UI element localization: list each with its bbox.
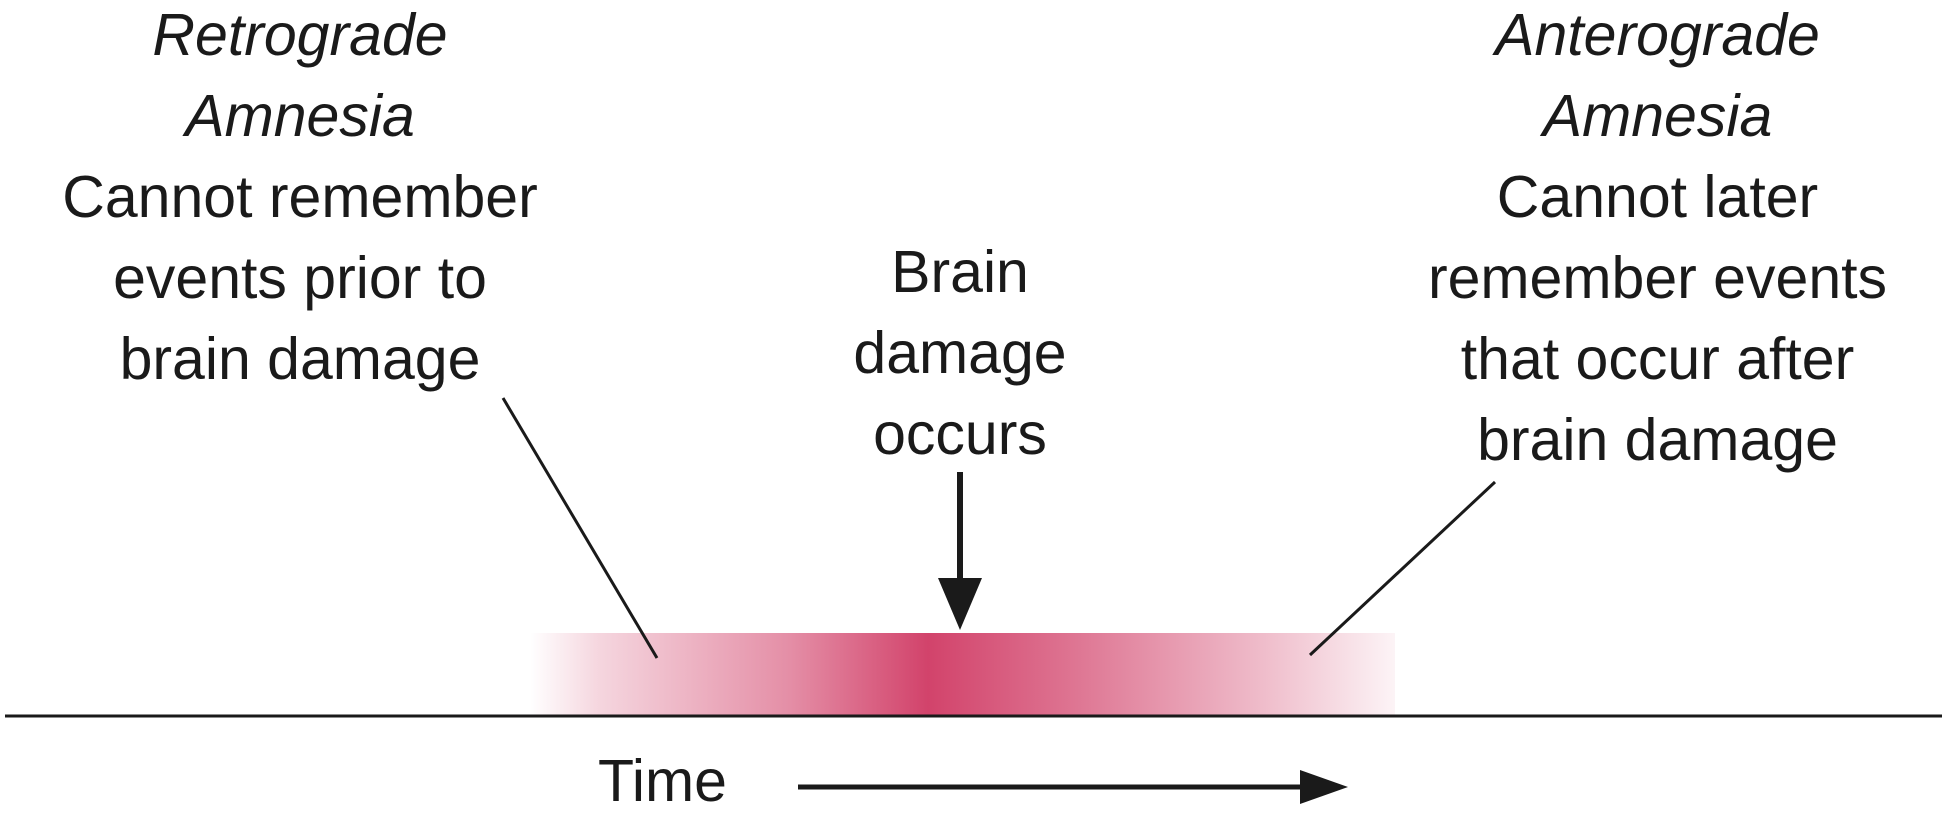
event-line-3: occurs [873, 401, 1047, 467]
retrograde-amnesia-label: Retrograde Amnesia Cannot remember event… [0, 0, 600, 400]
anterograde-title-line-1: Anterograde [1495, 2, 1820, 68]
retrograde-desc-line-1: Cannot remember [62, 164, 538, 230]
amnesia-gradient-band [525, 633, 1395, 715]
anterograde-desc-line-4: brain damage [1477, 407, 1838, 473]
event-line-2: damage [853, 320, 1067, 386]
retrograde-leader-line [501, 397, 659, 659]
retrograde-title-line-2: Amnesia [185, 83, 415, 149]
event-line-1: Brain [891, 239, 1029, 305]
time-arrow-head [1300, 770, 1348, 804]
anterograde-desc-line-1: Cannot later [1496, 164, 1819, 230]
anterograde-desc-line-2: remember events [1427, 245, 1888, 311]
anterograde-leader-line [1308, 480, 1497, 657]
retrograde-title-line-1: Retrograde [152, 2, 448, 68]
retrograde-desc-line-3: brain damage [119, 326, 481, 392]
brain-damage-event-label: Brain damage occurs [780, 232, 1140, 475]
brain-damage-arrow-head [938, 578, 982, 630]
anterograde-desc-line-3: that occur after [1460, 326, 1855, 392]
anterograde-title-line-2: Amnesia [1542, 83, 1773, 149]
retrograde-desc-line-2: events prior to [113, 245, 487, 311]
anterograde-amnesia-label: Anterograde Amnesia Cannot later remembe… [1370, 0, 1945, 481]
time-axis-label: Time [598, 748, 727, 814]
